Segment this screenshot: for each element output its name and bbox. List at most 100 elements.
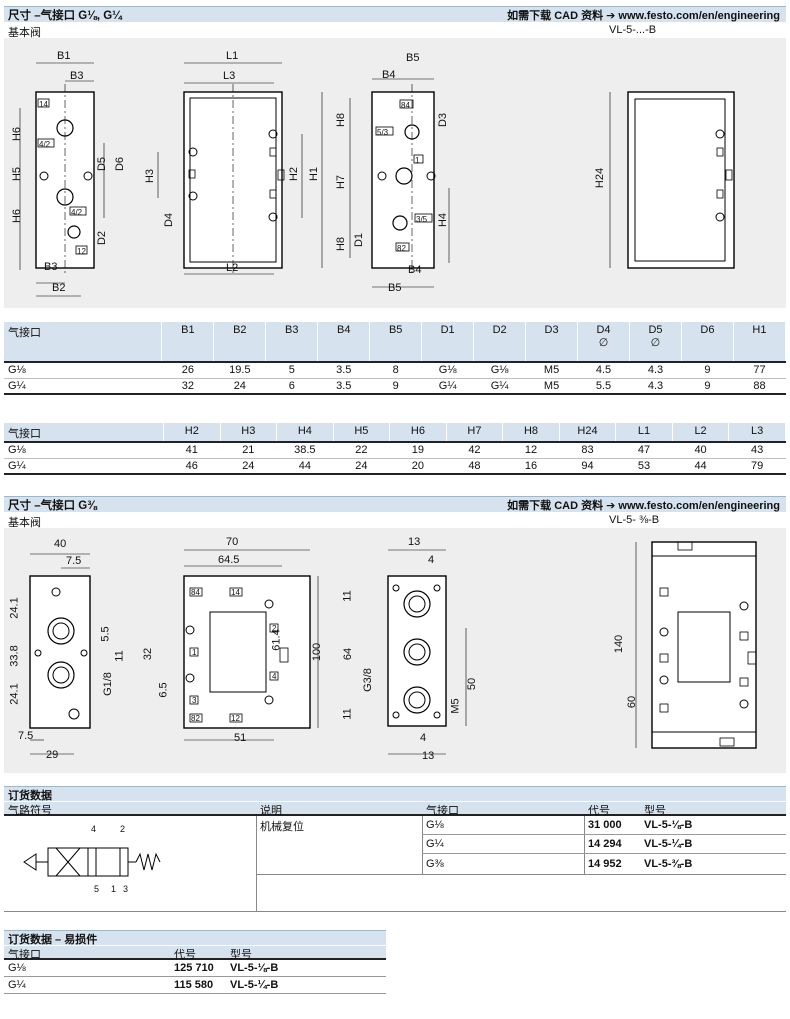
table-header: D2 (473, 322, 527, 363)
dim-label: 140 (613, 634, 626, 654)
dimension-table-2: 气接口 H2 H3 H4 H5 H6 H7 H8 H24 L1 L2 L3 G⅛… (4, 423, 786, 475)
port-label: 82 (191, 714, 200, 723)
dim-label: 64.5 (218, 554, 240, 566)
port-number: 2 (120, 824, 126, 834)
dim-label: B3 (70, 70, 84, 82)
wear-header: 气接口 代号 型号 (4, 945, 386, 961)
port-label: 84 (191, 588, 200, 597)
port-number: 5 (94, 884, 100, 894)
table-header: B4 (317, 322, 371, 363)
dim-label: 13 (422, 750, 435, 762)
table-header: H3 (220, 423, 278, 443)
col-header: 气接口 (426, 805, 459, 817)
table-header: H4 (276, 423, 334, 443)
dim-label: M5 (449, 698, 462, 714)
table-header: D6 (681, 322, 734, 363)
subtitle-row: 基本阀 VL-5- ⅜-B (4, 514, 786, 529)
port-number: 3 (123, 884, 129, 894)
cad-download-link[interactable]: 如需下载 CAD 资料 ➔ www.festo.com/en/engineeri… (507, 9, 780, 22)
dim-label: 51 (234, 732, 247, 744)
dim-label: H4 (437, 212, 450, 228)
drawing-2-svg (29, 541, 757, 755)
table-header: 气接口 (4, 322, 163, 363)
dim-label: 50 (466, 677, 479, 691)
valve-symbol-icon (23, 847, 161, 877)
dim-label: H6 (11, 126, 24, 142)
dim-label: H7 (335, 174, 348, 190)
port-label: 2 (272, 624, 277, 633)
dim-label: 4 (428, 554, 435, 566)
subtitle: 基本阀 (8, 517, 41, 529)
diameter-symbol: ∅ (598, 337, 609, 349)
dim-label: H8 (335, 112, 348, 128)
port-label: 5/3 (377, 128, 389, 137)
dim-label: H24 (594, 167, 607, 189)
dimension-drawing-2: 40 7.5 70 64.5 13 4 24.1 33.8 24.1 5.5 1… (4, 528, 786, 773)
dim-label: B2 (52, 282, 66, 294)
view-f (183, 549, 319, 741)
dim-label: D3 (437, 112, 450, 128)
table-header: H1 (733, 322, 787, 363)
dim-label: 11 (341, 590, 354, 602)
dim-label: 13 (408, 536, 421, 548)
dim-label: B5 (388, 282, 402, 294)
dimension-drawing-1: B1 B3 H6 H5 H6 D5 D6 D2 B3 B2 14 4/2 4/2… (4, 38, 786, 308)
col-header: 型号 (230, 949, 252, 961)
table-header: B1 (161, 322, 215, 363)
col-header: 型号 (644, 805, 666, 817)
dim-label: H3 (144, 168, 157, 184)
dim-label: 24.1 (8, 597, 21, 619)
table-header: H6 (389, 423, 447, 443)
view-d (609, 91, 735, 269)
table-header: L2 (672, 423, 730, 443)
drawing-1-svg (19, 62, 735, 297)
product-code: VL-5- ⅜-B (609, 514, 660, 526)
dim-label: 7.5 (66, 555, 82, 567)
view-e (29, 553, 91, 755)
port-label: 14 (39, 100, 48, 109)
dim-label: D4 (163, 212, 176, 228)
wear-row: G⅛ 125 710 VL-5-⅛-B (4, 960, 386, 977)
order-body: 4 2 5 1 3 机械复位 G⅛ 31 000 VL-5-⅛-B G¼ 14 … (4, 816, 786, 912)
dim-label: G1/8 (101, 672, 114, 696)
table-header: B3 (265, 322, 319, 363)
wear-row: G¼ 115 580 VL-5-¼-B (4, 977, 386, 994)
table-header: L1 (615, 423, 673, 443)
dim-label: 40 (54, 538, 67, 550)
table-header: H7 (446, 423, 504, 443)
port-label: 4/2 (39, 140, 51, 149)
dim-label: 60 (626, 695, 639, 709)
view-g (387, 549, 467, 755)
dim-label: D5 (96, 156, 109, 172)
order-title: 订货数据 (4, 786, 786, 802)
port-number: 1 (111, 884, 117, 894)
section-title: 尺寸 –气接口 G⅜ (8, 499, 97, 512)
dim-label: 29 (46, 749, 59, 761)
port-label: 3/5 (416, 215, 428, 224)
dim-label: H2 (288, 166, 301, 182)
dim-label: 6.5 (157, 682, 170, 698)
view-b (157, 62, 323, 276)
dim-label: 11 (341, 708, 354, 720)
cad-download-link[interactable]: 如需下载 CAD 资料 ➔ www.festo.com/en/engineeri… (507, 499, 780, 512)
dimension-table-1: 气接口 B1 B2 B3 B4 B5 D1 D2 D3 D4∅ D5∅ D6 H… (4, 322, 787, 395)
dim-label: B1 (57, 50, 71, 62)
product-code: VL-5-...-B (609, 24, 657, 36)
dim-label: B3 (44, 261, 58, 273)
order-header: 气路符号 说明 气接口 代号 型号 (4, 801, 786, 817)
table-header: H8 (502, 423, 560, 443)
table-header: B2 (213, 322, 267, 363)
col-header: 代号 (174, 949, 196, 961)
table-header: H24 (559, 423, 617, 443)
section-title: 尺寸 –气接口 G⅛, G¼ (8, 9, 122, 22)
dim-label: D6 (114, 156, 127, 172)
view-a (19, 62, 105, 297)
col-header: 代号 (588, 805, 610, 817)
dim-label: 64 (342, 647, 355, 661)
dim-label: G3/8 (361, 668, 374, 692)
dim-label: H1 (308, 166, 321, 182)
port-label: 12 (77, 247, 86, 256)
table-header: L3 (728, 423, 786, 443)
dim-label: H6 (11, 208, 24, 224)
